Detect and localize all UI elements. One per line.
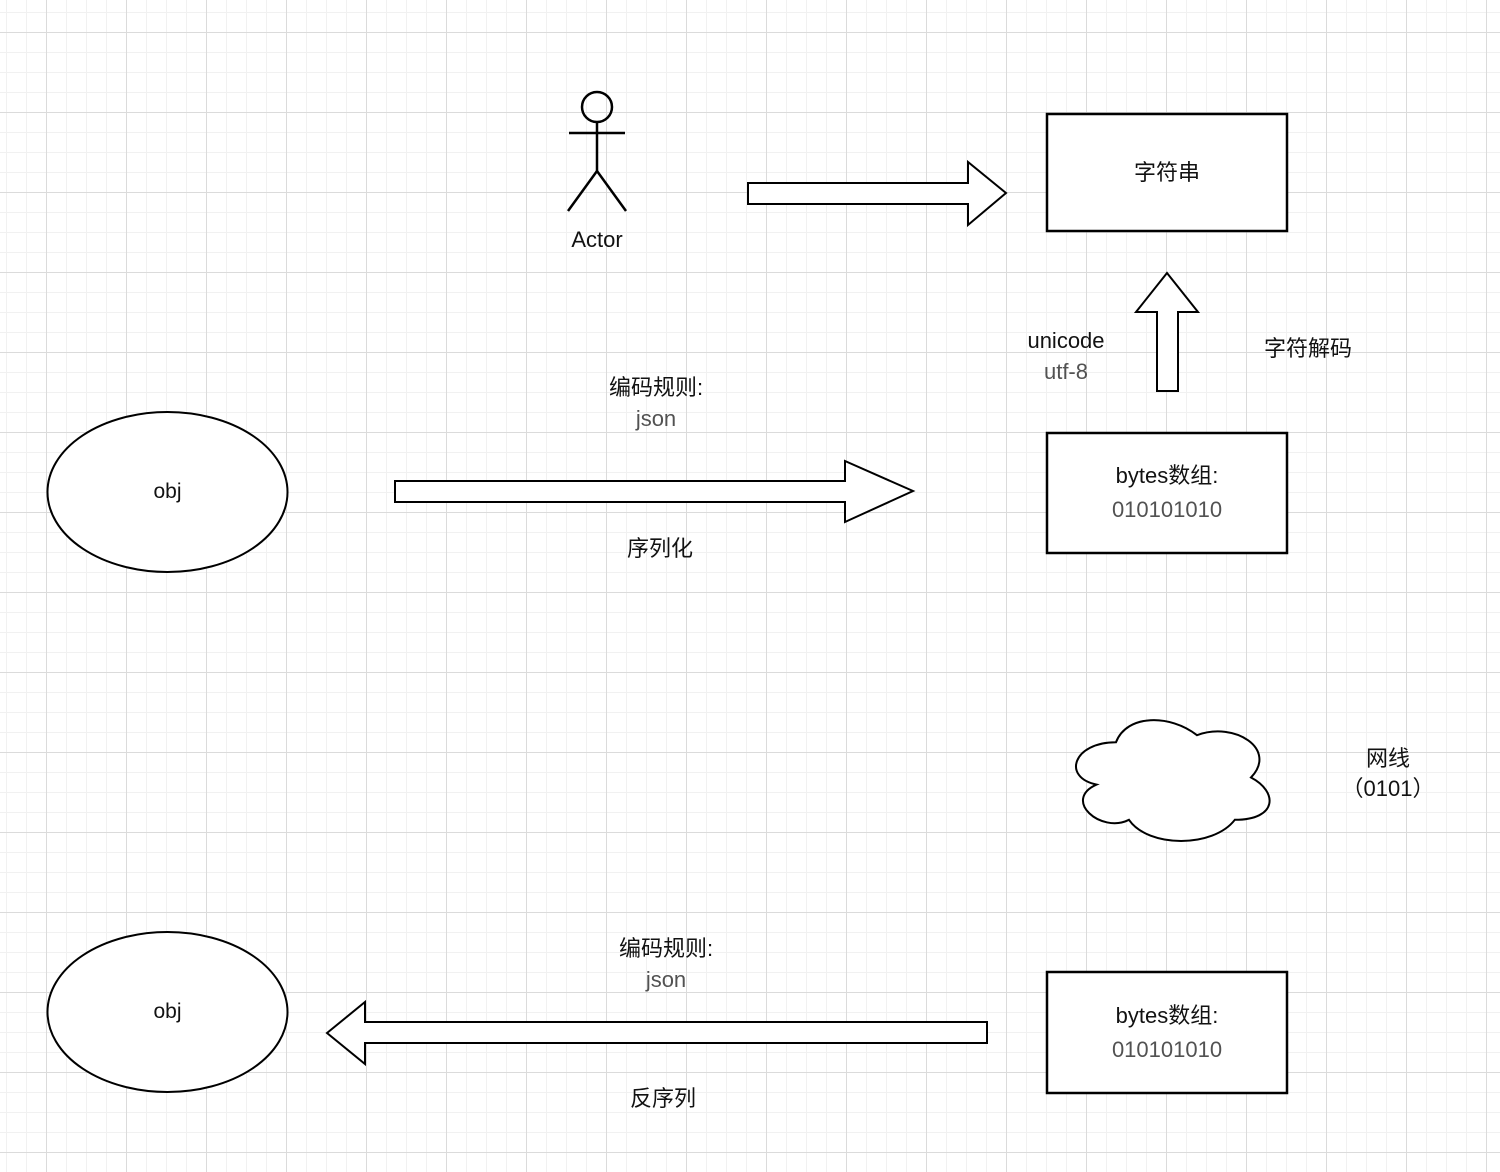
encode-rule-title-top: 编码规则: bbox=[608, 375, 704, 400]
string-node-label: 字符串 bbox=[1133, 159, 1200, 185]
bytes-title-bottom: bytes数组: bbox=[1115, 1002, 1219, 1028]
bytes-node-bottom[interactable] bbox=[1045, 970, 1289, 1095]
network-cloud[interactable] bbox=[1075, 719, 1271, 842]
deserialize-label: 反序列 bbox=[629, 1086, 697, 1111]
bytes-node-top[interactable] bbox=[1045, 431, 1289, 555]
serialize-arrow[interactable] bbox=[394, 459, 916, 524]
object-bottom-label: obj bbox=[153, 1000, 182, 1023]
cloud-label: 网线 （0101） bbox=[1342, 744, 1435, 804]
decode-left-label: unicode utf-8 bbox=[1027, 325, 1104, 387]
cloud-label-line2: （0101） bbox=[1341, 776, 1435, 801]
bytes-bottom-label: bytes数组: 010101010 bbox=[1047, 972, 1287, 1093]
unicode-label: unicode bbox=[1027, 328, 1105, 353]
encode-rule-value-top: json bbox=[635, 406, 677, 431]
object-node-bottom[interactable] bbox=[46, 931, 289, 1093]
actor-figure-icon[interactable] bbox=[566, 90, 628, 212]
decode-arrow-up[interactable] bbox=[1133, 271, 1201, 392]
utf8-label: utf-8 bbox=[1043, 359, 1089, 384]
actor-label: Actor bbox=[571, 227, 623, 252]
encode-rule-value-bottom: json bbox=[645, 967, 687, 992]
serialize-rule-label: 编码规则: json bbox=[609, 372, 703, 434]
serialize-label: 序列化 bbox=[626, 536, 694, 561]
deserialize-rule-label: 编码规则: json bbox=[619, 933, 713, 995]
deserialize-arrow[interactable] bbox=[325, 999, 988, 1067]
bytes-title-top: bytes数组: bbox=[1115, 463, 1219, 488]
message-arrow-right[interactable] bbox=[747, 159, 1008, 228]
cloud-label-line1: 网线 bbox=[1365, 746, 1411, 771]
bytes-value-bottom: 010101010 bbox=[1111, 1036, 1223, 1062]
encode-rule-title-bottom: 编码规则: bbox=[618, 936, 714, 961]
bytes-value-top: 010101010 bbox=[1111, 497, 1223, 522]
string-node[interactable] bbox=[1045, 112, 1289, 233]
decode-right-label: 字符解码 bbox=[1263, 336, 1353, 361]
object-top-label: obj bbox=[153, 480, 182, 503]
object-node-top[interactable] bbox=[46, 411, 289, 573]
bytes-top-label: bytes数组: 010101010 bbox=[1047, 433, 1287, 553]
